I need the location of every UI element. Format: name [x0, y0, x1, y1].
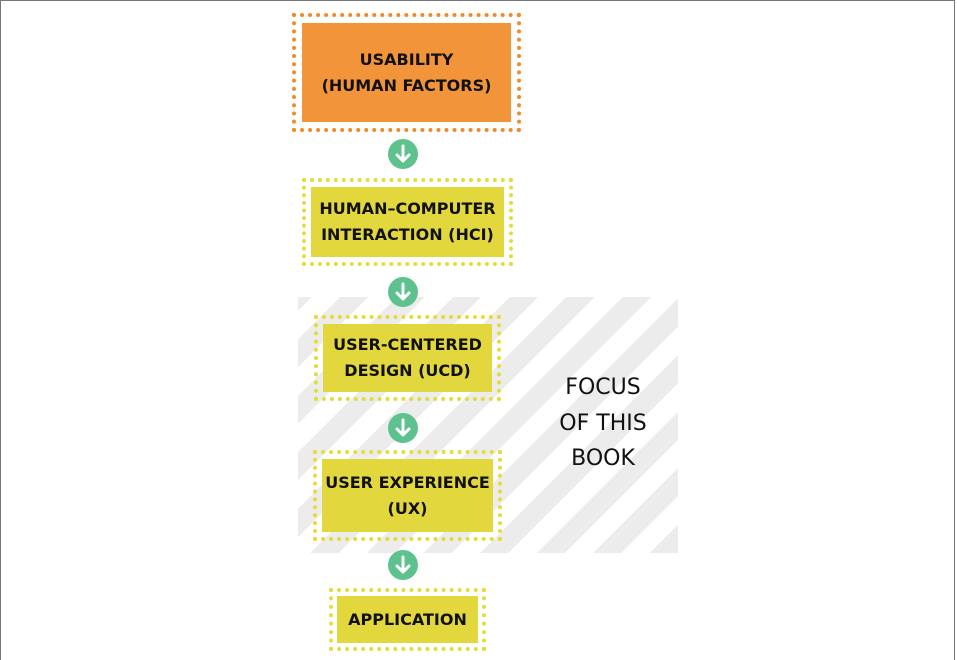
arrow-down-icon	[388, 413, 418, 443]
ux-node-border	[313, 450, 502, 541]
arrow-down-icon	[388, 139, 418, 169]
hci-node: HUMAN–COMPUTER INTERACTION (HCI)	[311, 187, 504, 257]
usability-node-border	[292, 13, 521, 132]
usability-line2: (HUMAN FACTORS)	[321, 75, 492, 95]
focus-line1: FOCUS	[565, 375, 641, 400]
hci-node-border	[302, 178, 513, 266]
ucd-line2: DESIGN (UCD)	[344, 361, 471, 380]
hci-line1: HUMAN–COMPUTER	[319, 199, 496, 219]
focus-line2: OF THIS	[559, 410, 647, 436]
hci-line2: INTERACTION (HCI)	[321, 225, 494, 244]
usability-line1: USABILITY	[359, 49, 454, 69]
ucd-node: USER-CENTERED DESIGN (UCD)	[323, 324, 492, 392]
application-node: APPLICATION	[337, 596, 478, 643]
arrow-down-icon	[388, 277, 418, 307]
ucd-node-border	[314, 315, 501, 401]
ux-line1: USER EXPERIENCE	[325, 472, 490, 492]
ux-line2: (UX)	[387, 498, 428, 518]
usability-node: USABILITY (HUMAN FACTORS)	[302, 23, 511, 122]
ucd-line1: USER-CENTERED	[333, 335, 482, 355]
focus-line3: BOOK	[571, 446, 635, 472]
focus-label: FOCUS OF THIS BOOK	[548, 370, 658, 477]
ux-node: USER EXPERIENCE (UX)	[322, 459, 493, 532]
application-node-border	[329, 588, 486, 651]
application-label: APPLICATION	[348, 609, 467, 629]
arrow-down-icon	[388, 550, 418, 580]
